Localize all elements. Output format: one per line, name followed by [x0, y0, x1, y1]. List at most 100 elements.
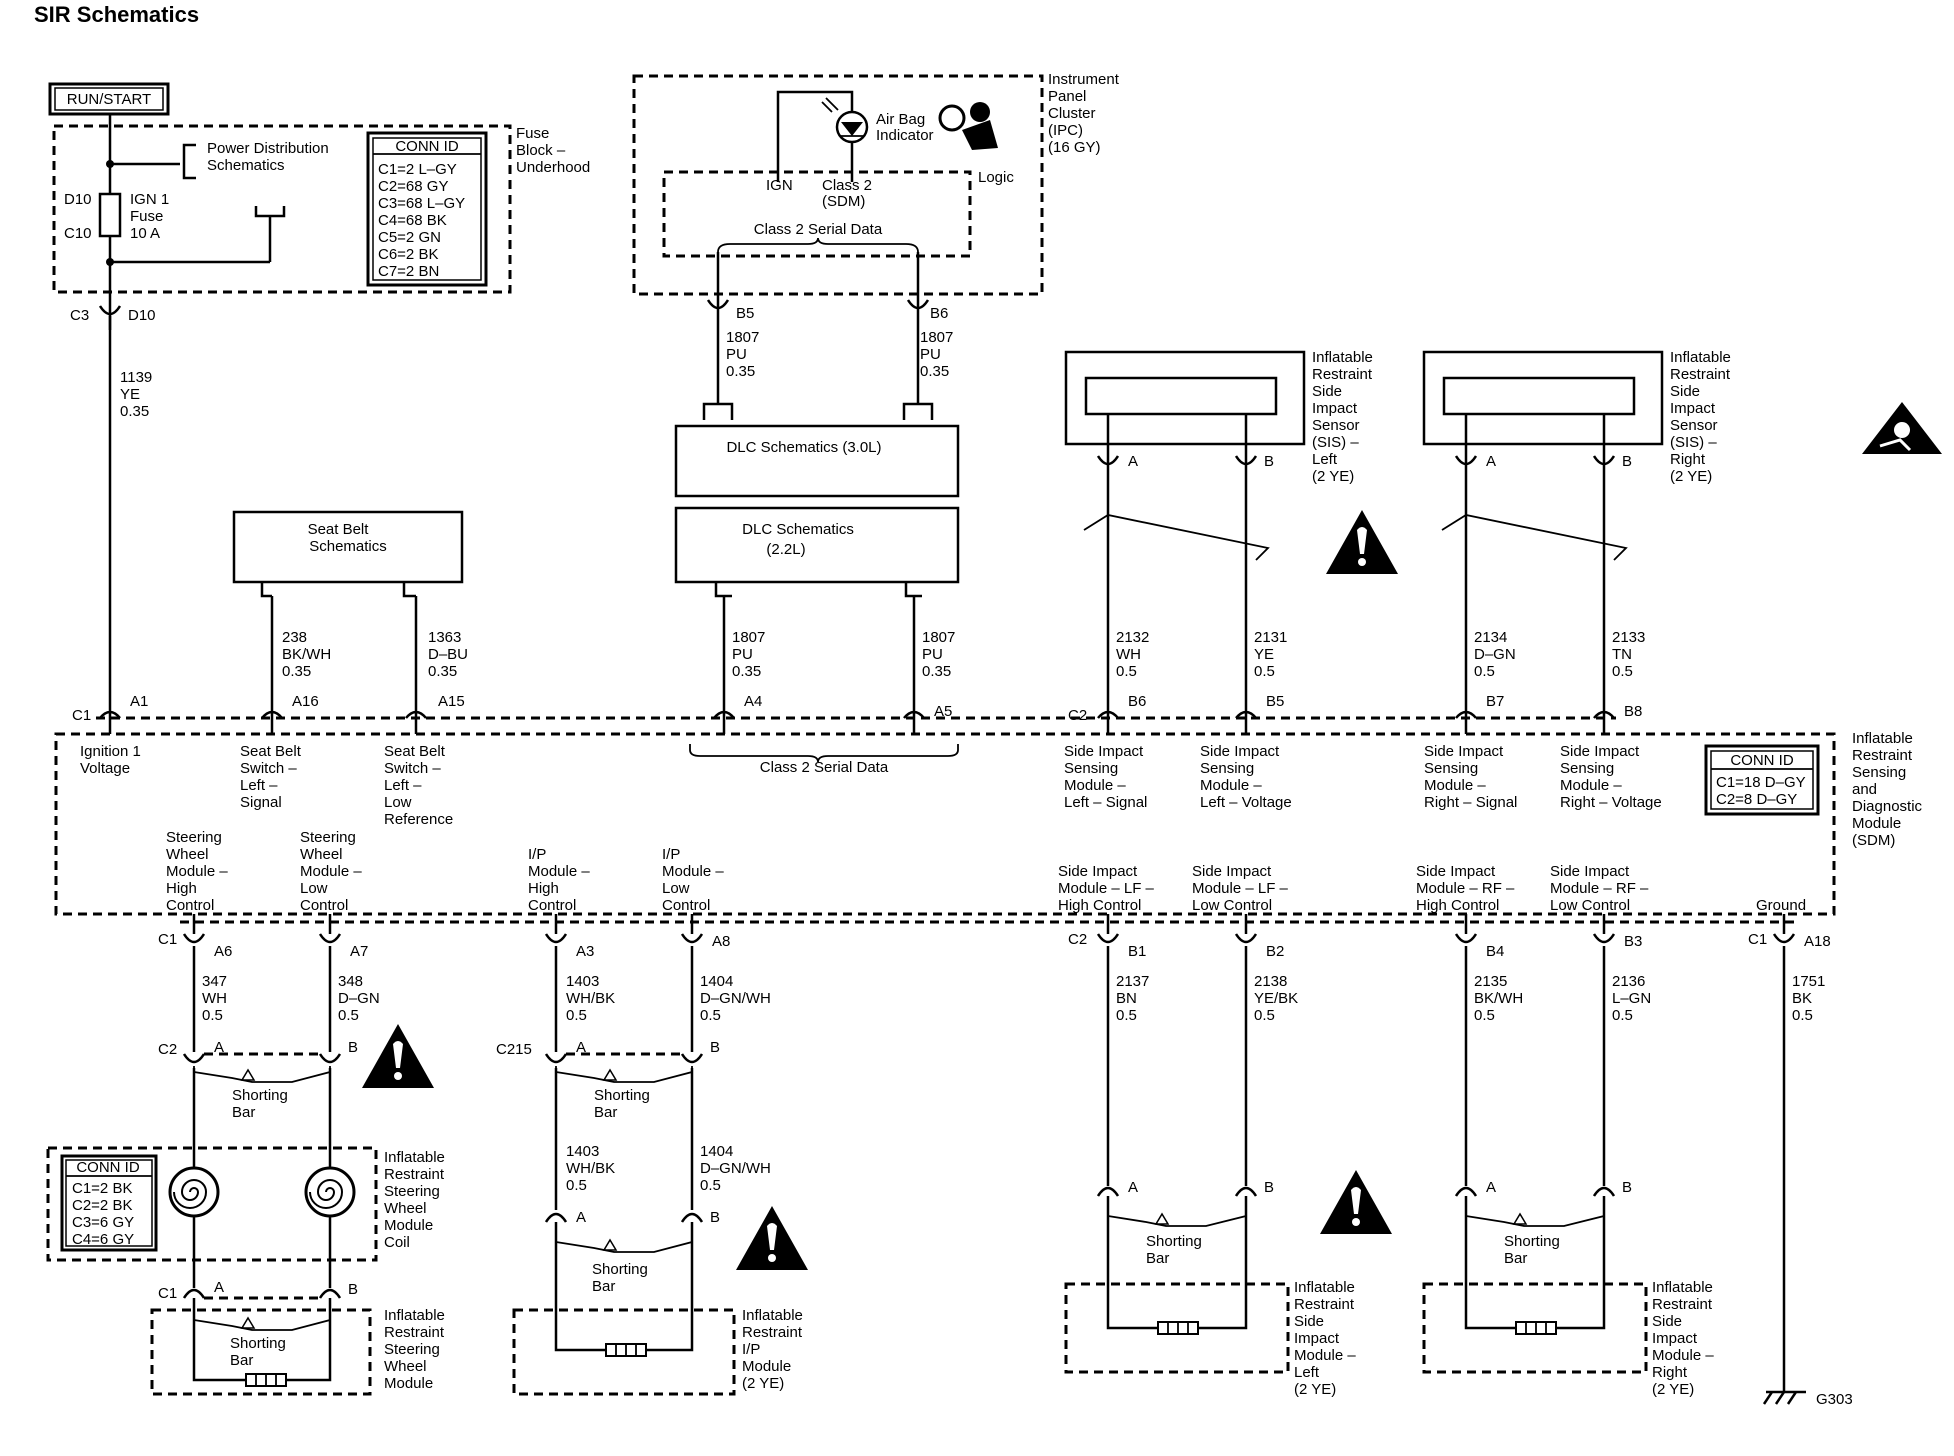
ipc-serial-label: Class 2 Serial Data	[754, 221, 883, 238]
dlc-wire-top-right: 0.35	[920, 363, 949, 380]
power-dist-label-1: Power Distribution	[207, 140, 329, 157]
dlc-wire-bottom-right: 0.35	[922, 663, 951, 680]
sdm-label-ip-low: Control	[662, 897, 710, 914]
coil-conn-row: C1=2 BK	[72, 1180, 132, 1197]
sis-right-wire-a: 2134	[1474, 629, 1507, 646]
sim-left-label: Impact	[1294, 1330, 1340, 1347]
sis-left-wire-a: 2132	[1116, 629, 1149, 646]
sdm-label-sb-ref: Reference	[384, 811, 453, 828]
c215-label: C215	[496, 1041, 532, 1058]
sis-left-label: Inflatable	[1312, 349, 1373, 366]
warning-icon	[362, 1024, 434, 1088]
steering-c2-label: C2	[158, 1041, 177, 1058]
sdm-pin: A5	[934, 703, 952, 720]
fuse-label-1: IGN 1	[130, 191, 169, 208]
sdm-pin: A15	[438, 693, 465, 710]
sis-left-label: Restraint	[1312, 366, 1373, 383]
sim-right-label: Restraint	[1652, 1296, 1713, 1313]
seatbelt-wire-right: D–BU	[428, 646, 468, 663]
side-impact-module-right	[1422, 1186, 1648, 1374]
sim-right-label: Side	[1652, 1313, 1682, 1330]
ip-module-label: I/P	[742, 1341, 760, 1358]
sdm-label: Sensing	[1852, 764, 1906, 781]
sdm-bottom-pin: B2	[1266, 943, 1284, 960]
sdm-label-sis-right-signal: Sensing	[1424, 760, 1478, 777]
seatbelt-wire-left: 238	[282, 629, 307, 646]
dlc-2-2l-label: DLC Schematics	[742, 521, 854, 538]
airbag-warning-icon	[1862, 402, 1942, 454]
sdm-pin: B7	[1486, 693, 1504, 710]
coil-label: Module	[384, 1217, 433, 1234]
side-impact-sensor-left: Inflatable Restraint Side Impact Sensor …	[1064, 349, 1373, 485]
twisted-pair-right	[1441, 514, 1628, 561]
steering-c1-pin-b: B	[348, 1281, 358, 1298]
sdm-label-sis-left-signal: Sensing	[1064, 760, 1118, 777]
dlc-wire-top-left: 1807	[726, 329, 759, 346]
fuse-conn-row: C7=2 BN	[378, 263, 439, 280]
fuse-conn-row: C4=68 BK	[378, 212, 447, 229]
wire-347: 0.5	[202, 1007, 223, 1024]
sdm-label: Module	[1852, 815, 1901, 832]
sis-left-label: Side	[1312, 383, 1342, 400]
steering-pin-a: A	[214, 1039, 224, 1056]
instrument-panel-cluster: Instrument Panel Cluster (IPC) (16 GY) L…	[632, 71, 1120, 296]
dlc-wire-bottom-right: PU	[922, 646, 943, 663]
shorting-bar-label: Shorting	[232, 1087, 288, 1104]
sdm-label-sis-left-voltage: Module –	[1200, 777, 1262, 794]
shorting-bar-label: Bar	[232, 1104, 255, 1121]
sim-right-label: Right	[1652, 1364, 1688, 1381]
steering-pin-b: B	[348, 1039, 358, 1056]
wire-1404: 1404	[700, 973, 733, 990]
sdm-label-sis-left-voltage: Left – Voltage	[1200, 794, 1292, 811]
side-impact-module-left	[1064, 1186, 1290, 1374]
ip-wire-a: 1403	[566, 1143, 599, 1160]
air-bag-indicator-label: Indicator	[876, 127, 934, 144]
sdm-label-rf-low: Side Impact	[1550, 863, 1630, 880]
coil-conn-id-table	[60, 1154, 158, 1252]
sis-right-label: Side	[1670, 383, 1700, 400]
sdm-pin: A16	[292, 693, 319, 710]
ipc-logic-label: Logic	[978, 169, 1014, 186]
sdm-label-sw-high: Wheel	[166, 846, 209, 863]
wire-1403: 1403	[566, 973, 599, 990]
ip-module-pin-a: A	[576, 1209, 586, 1226]
sdm-label-sw-low: Wheel	[300, 846, 343, 863]
sdm-label-sw-low: Steering	[300, 829, 356, 846]
shorting-bar-label: Bar	[230, 1352, 253, 1369]
sdm-label-sb-signal: Signal	[240, 794, 282, 811]
ipc-pin-b5: B5	[736, 305, 754, 322]
shorting-bar-label: Shorting	[1146, 1233, 1202, 1250]
sdm-label-rf-low: Module – RF –	[1550, 880, 1649, 897]
sdm-bottom-conn-c1: C1	[158, 931, 177, 948]
sis-right-label: Inflatable	[1670, 349, 1731, 366]
sis-right-label: (SIS) –	[1670, 434, 1717, 451]
coil-conn-row: C4=6 GY	[72, 1231, 134, 1248]
dlc-2-2l-label: (2.2L)	[766, 541, 805, 558]
fuse-out-pin: D10	[128, 307, 156, 324]
sis-right-pin-a: A	[1486, 453, 1496, 470]
sdm-bottom-pin: B3	[1624, 933, 1642, 950]
sdm-label-sw-high: Steering	[166, 829, 222, 846]
sdm-class2-label: Class 2 Serial Data	[760, 759, 889, 776]
dlc-wire-top-left: PU	[726, 346, 747, 363]
sdm-top-labels: Ignition 1 Voltage Seat Belt Switch – Le…	[80, 743, 1662, 828]
wire-2137: 0.5	[1116, 1007, 1137, 1024]
sdm-label: Inflatable	[1852, 730, 1913, 747]
sdm-label-ip-high: I/P	[528, 846, 546, 863]
ign-wire-label: 1139	[120, 369, 152, 386]
sim-right-label: Module –	[1652, 1347, 1714, 1364]
shorting-bar-label: Shorting	[230, 1335, 286, 1352]
wire-1403: WH/BK	[566, 990, 615, 1007]
sdm-label-ip-high: High	[528, 880, 559, 897]
sdm-bottom-pin: B4	[1486, 943, 1504, 960]
wire-348: 0.5	[338, 1007, 359, 1024]
ip-pin-b: B	[710, 1039, 720, 1056]
sdm-label-lf-high: Side Impact	[1058, 863, 1138, 880]
sdm-label-ip-high: Module –	[528, 863, 590, 880]
steering-wheel-module: Inflatable Restraint Steering Wheel Modu…	[150, 1298, 445, 1396]
sdm-label-sw-high: Control	[166, 897, 214, 914]
sdm-conn-id-table	[1704, 744, 1820, 816]
sdm-label-sis-right-signal: Side Impact	[1424, 743, 1504, 760]
dlc-wire-bottom-left: 0.35	[732, 663, 761, 680]
coil-label: Wheel	[384, 1200, 427, 1217]
